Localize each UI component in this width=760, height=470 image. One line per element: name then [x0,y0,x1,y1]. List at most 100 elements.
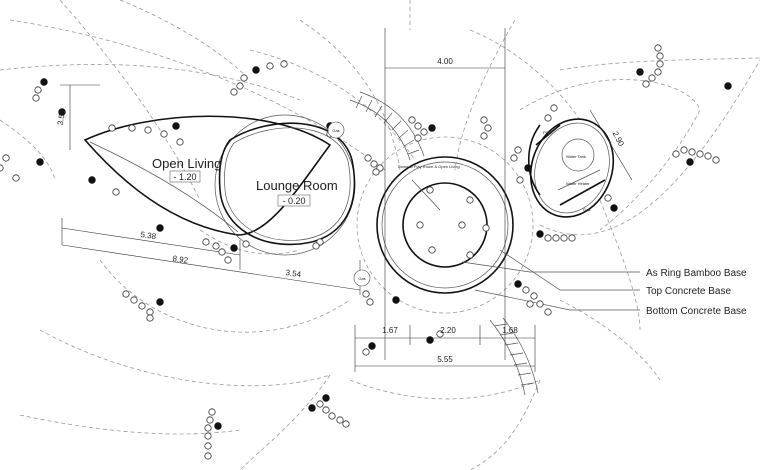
post-concrete-filled [524,164,532,172]
post-concrete-filled [686,158,694,166]
dim-1-67: 1.67 [382,326,398,335]
post-open [416,221,424,229]
post-open [362,290,370,298]
post-open [656,52,664,60]
post-open [208,408,216,416]
svg-text:Gas: Gas [358,276,365,281]
post-open [12,174,20,182]
post-open [0,164,4,172]
post-concrete-filled [88,176,96,184]
post-open [364,154,372,162]
post-open [204,442,212,450]
post-open [108,124,116,132]
post-open [144,126,152,134]
post-concrete-filled [252,66,260,74]
post-concrete-filled [536,230,544,238]
post-open [656,60,664,68]
dimension-lines [60,28,633,372]
post-open [122,290,130,298]
post-open [480,132,488,140]
post-concrete-filled [172,122,180,130]
post-open [704,152,712,160]
post-open [202,238,210,246]
post-concrete-filled [514,280,522,288]
legend-ring-bamboo: As Ring Bamboo Base [646,268,747,279]
stair-bottom [489,317,539,396]
legend-top-concrete: Top Concrete Base [646,286,731,297]
post-open [642,80,650,88]
post-open [648,74,656,82]
post-open [426,186,434,194]
service-pod [519,79,701,231]
dim-8-92: 8.92 [172,254,189,265]
post-open [218,248,226,256]
dim-2-90: 2.90 [611,130,627,148]
post-open [34,86,42,94]
post-open [544,234,552,242]
open-living-level: - 1.20 [173,172,196,182]
post-open [146,308,154,316]
post-concrete-filled [36,158,44,166]
post-open [568,234,576,242]
post-concrete-filled [308,404,316,412]
post-concrete-filled [392,296,400,304]
post-open [224,256,232,264]
post-open [696,150,704,158]
post-concrete-filled [156,298,164,306]
post-open [322,406,330,414]
post-concrete-filled [214,422,222,430]
water-heater-label: Water Heater [566,181,590,186]
post-open [712,156,720,164]
post-open [204,432,212,440]
open-living-level-box [169,170,201,183]
post-concrete-filled [724,82,732,90]
post-open [236,82,244,90]
post-open [372,168,380,176]
post-open [336,416,344,424]
dim-3-54: 3.54 [285,268,302,279]
post-open [342,420,350,428]
post-concrete-filled [368,342,376,350]
gas-tag-lower: Gas [353,269,371,287]
post-open [212,242,220,250]
open-living-room [83,115,332,236]
post-open [530,292,538,300]
post-concrete-filled [610,204,618,212]
post-open [484,124,492,132]
post-concrete-filled [428,124,436,132]
post-open [130,296,138,304]
post-open [366,298,374,306]
post-concrete-filled [156,224,164,232]
post-concrete-filled [322,394,330,402]
post-open [536,300,544,308]
post-open [544,308,552,316]
post-open [654,68,662,76]
post-open [480,116,488,124]
post-concrete-filled [58,108,66,116]
post-open [2,154,10,162]
post-open [176,138,184,146]
post-open [204,452,212,460]
post-open [312,242,320,250]
post-open [240,74,248,82]
post-concrete-filled [636,68,644,76]
post-concrete-filled [40,78,48,86]
post-open [408,116,416,124]
post-open [280,60,288,68]
post-open [414,134,422,142]
post-open [510,154,518,162]
post-open [516,176,524,184]
water-tank-label: Water Tank [566,154,586,159]
dim-5-55: 5.55 [437,355,453,364]
post-open [266,62,274,70]
post-open [206,416,214,424]
post-open [672,150,680,158]
dim-4-00: 4.00 [437,57,453,66]
pod-gas-label: Gas [583,207,590,212]
pos-label: POS [543,130,552,135]
post-open [550,104,558,112]
post-open [654,44,662,52]
ring-structure [356,136,640,314]
post-open [32,94,40,102]
post-open [436,330,444,338]
